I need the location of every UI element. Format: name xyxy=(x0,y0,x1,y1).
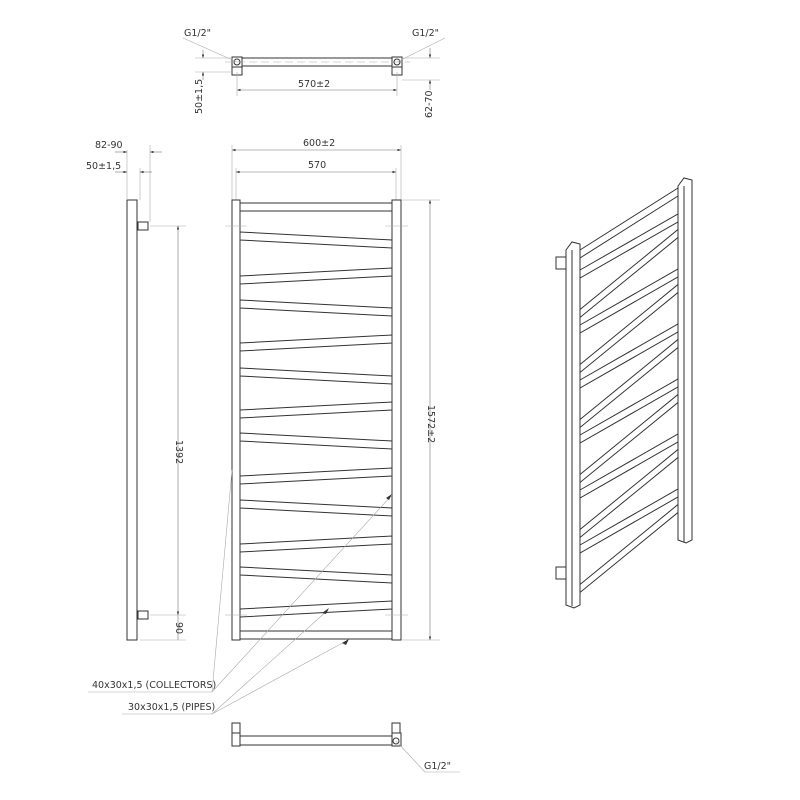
pipe-bar xyxy=(239,334,393,352)
collectors-label: 40x30x1,5 (COLLECTORS) xyxy=(92,680,216,691)
pipe-bar xyxy=(239,231,393,249)
dim-82-90: 82-90 xyxy=(95,140,123,151)
pipe-bar xyxy=(239,600,393,618)
pipe-bar xyxy=(239,566,393,584)
pipe-bar xyxy=(239,535,393,553)
side-view: 82-90 50±1,5 1392 90 xyxy=(86,140,186,641)
dim-62-70: 62-70 xyxy=(424,90,435,118)
front-view: 600±2 570 1572±2 xyxy=(225,138,440,641)
pipe-bar xyxy=(239,367,393,385)
dim-50-1-5-side: 50±1,5 xyxy=(86,161,121,172)
bottom-view: G1/2" xyxy=(231,722,460,773)
pipe-bar xyxy=(239,467,393,485)
pipe-bar xyxy=(239,432,393,450)
pipe-bar xyxy=(239,499,393,517)
dim-570: 570 xyxy=(308,160,326,171)
thread-label-left: G1/2" xyxy=(184,28,211,39)
thread-label-bottom: G1/2" xyxy=(424,761,451,772)
dim-600-2: 600±2 xyxy=(303,138,335,149)
dim-50-1-5-top: 50±1,5 xyxy=(194,79,205,114)
pipe-bar xyxy=(239,401,393,419)
pipe-bar xyxy=(239,299,393,317)
material-callouts: 40x30x1,5 (COLLECTORS) 30x30x1,5 (PIPES) xyxy=(88,469,393,715)
thread-label-right: G1/2" xyxy=(412,28,439,39)
dim-90: 90 xyxy=(173,622,184,634)
pipe-bar xyxy=(239,267,393,285)
dim-1392: 1392 xyxy=(173,440,184,464)
dim-1572-2: 1572±2 xyxy=(425,405,436,443)
top-view: G1/2" G1/2" 570±2 50±1,5 62-70 xyxy=(182,28,446,118)
isometric-view xyxy=(555,177,693,609)
dim-570-2: 570±2 xyxy=(298,79,330,90)
pipes-label: 30x30x1,5 (PIPES) xyxy=(128,702,215,713)
